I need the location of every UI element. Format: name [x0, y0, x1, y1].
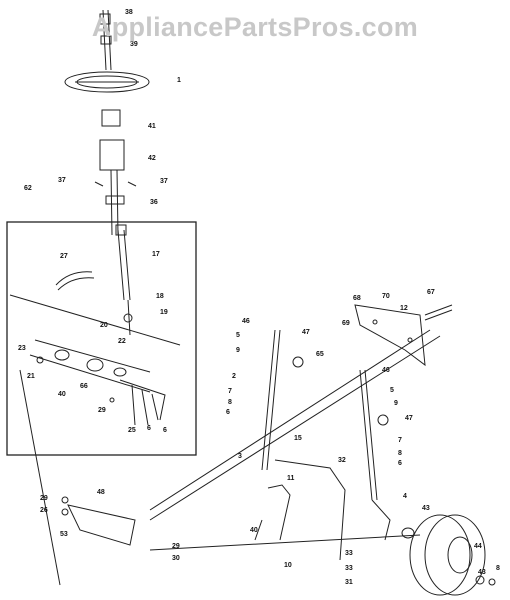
- part-callout-6b: 6: [163, 427, 167, 434]
- part-callout-6a: 6: [147, 425, 151, 432]
- part-callout-9a: 9: [236, 347, 240, 354]
- part-callout-8a: 8: [228, 399, 232, 406]
- part-callout-6d: 6: [398, 460, 402, 467]
- part-callout-25: 25: [128, 427, 136, 434]
- part-callout-29a: 29: [98, 407, 106, 414]
- part-callout-37b: 37: [160, 178, 168, 185]
- part-callout-3: 3: [238, 453, 242, 460]
- part-callout-6c: 6: [226, 409, 230, 416]
- part-callout-44: 44: [474, 543, 482, 550]
- part-callout-18: 18: [156, 293, 164, 300]
- part-callout-17: 17: [152, 251, 160, 258]
- part-callout-12: 12: [400, 305, 408, 312]
- steering-gear-assembly: [9, 224, 181, 426]
- part-callout-21: 21: [27, 373, 35, 380]
- part-callout-67: 67: [427, 289, 435, 296]
- mounting-bracket: [61, 496, 136, 546]
- part-callout-8c: 8: [496, 565, 500, 572]
- part-callout-30: 30: [172, 555, 180, 562]
- part-callout-5a: 5: [236, 332, 240, 339]
- steering-wheel: [64, 71, 150, 93]
- part-callout-37a: 37: [58, 177, 66, 184]
- part-callout-62: 62: [24, 185, 32, 192]
- front-wheel: [401, 514, 496, 596]
- drag-link: [254, 459, 346, 561]
- tie-rod-left: [261, 329, 304, 471]
- steering-shaft: [99, 9, 112, 71]
- part-callout-69: 69: [342, 320, 350, 327]
- part-callout-20: 20: [100, 322, 108, 329]
- part-callout-68: 68: [353, 295, 361, 302]
- part-callout-7b: 7: [398, 437, 402, 444]
- part-callout-29b: 29: [40, 495, 48, 502]
- part-callout-8b: 8: [398, 450, 402, 457]
- part-callout-66: 66: [80, 383, 88, 390]
- part-callout-43a: 43: [422, 505, 430, 512]
- part-callout-26: 26: [40, 507, 48, 514]
- part-callout-9b: 9: [394, 400, 398, 407]
- part-callout-40a: 40: [58, 391, 66, 398]
- steering-column: [94, 109, 137, 236]
- part-callout-46a: 46: [242, 318, 250, 325]
- part-callout-47b: 47: [405, 415, 413, 422]
- axle-bracket: [354, 304, 453, 367]
- part-callout-23: 23: [18, 345, 26, 352]
- part-callout-7a: 7: [228, 388, 232, 395]
- part-callout-65: 65: [316, 351, 324, 358]
- part-callout-31: 31: [345, 579, 353, 586]
- part-callout-32: 32: [338, 457, 346, 464]
- part-callout-39: 39: [130, 41, 138, 48]
- part-callout-38: 38: [125, 9, 133, 16]
- part-callout-2: 2: [232, 373, 236, 380]
- part-callout-48: 48: [97, 489, 105, 496]
- part-callout-1: 1: [177, 77, 181, 84]
- part-callout-5b: 5: [390, 387, 394, 394]
- part-callout-41: 41: [148, 123, 156, 130]
- part-callout-46b: 46: [382, 367, 390, 374]
- part-callout-43b: 43: [478, 569, 486, 576]
- part-callout-10: 10: [284, 562, 292, 569]
- tie-rod-right: [359, 369, 391, 541]
- part-callout-27: 27: [60, 253, 68, 260]
- axle-frame: [19, 329, 441, 586]
- part-callout-70: 70: [382, 293, 390, 300]
- part-callout-33b: 33: [345, 565, 353, 572]
- part-callout-53: 53: [60, 531, 68, 538]
- part-callout-22: 22: [118, 338, 126, 345]
- part-callout-33a: 33: [345, 550, 353, 557]
- part-callout-15: 15: [294, 435, 302, 442]
- part-callout-42: 42: [148, 155, 156, 162]
- part-callout-11: 11: [287, 475, 295, 482]
- part-callout-19: 19: [160, 309, 168, 316]
- part-callout-36: 36: [150, 199, 158, 206]
- part-callout-29c: 29: [172, 543, 180, 550]
- part-callout-40b: 40: [250, 527, 258, 534]
- part-callout-47a: 47: [302, 329, 310, 336]
- detail-box: [6, 221, 197, 456]
- part-callout-4: 4: [403, 493, 407, 500]
